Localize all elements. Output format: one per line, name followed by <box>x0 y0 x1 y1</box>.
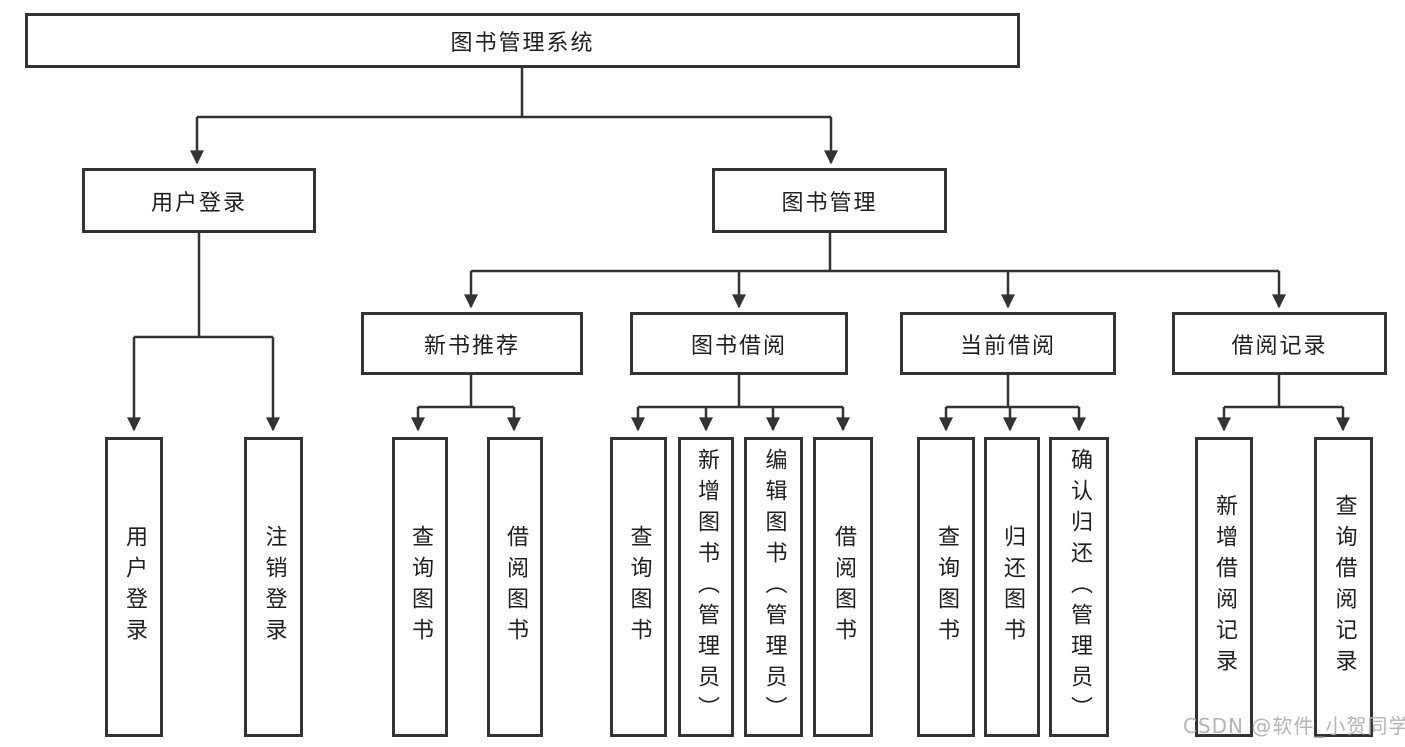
node-leaf-add-borrow-record: 新增借阅记录 <box>1195 437 1253 737</box>
node-leaf-logout: 注销登录 <box>244 437 303 737</box>
csdn-watermark: CSDN @软件_小贺同学 <box>1183 714 1405 738</box>
node-leaf-borrow-books: 借阅图书 <box>813 437 873 737</box>
node-new-book-recommend: 新书推荐 <box>361 312 583 375</box>
node-book-management-label: 图书管理 <box>781 190 878 216</box>
node-leaf-borrow-query-books: 查询图书 <box>610 437 667 737</box>
node-user-login: 用户登录 <box>82 168 316 233</box>
node-borrow-records-label: 借阅记录 <box>1231 333 1328 359</box>
node-root-label: 图书管理系统 <box>450 30 595 56</box>
node-leaf-return-books: 归还图书 <box>984 437 1040 737</box>
node-leaf-user-login: 用户登录 <box>105 437 163 737</box>
node-borrow-records: 借阅记录 <box>1172 312 1387 375</box>
node-user-login-label: 用户登录 <box>150 190 247 216</box>
node-leaf-edit-books-admin: 编辑图书（管理员） <box>744 437 803 737</box>
node-root-library-system: 图书管理系统 <box>25 13 1020 68</box>
node-leaf-rec-query-books: 查询图书 <box>392 437 448 737</box>
node-leaf-current-query-books: 查询图书 <box>917 437 975 737</box>
node-new-book-recommend-label: 新书推荐 <box>423 333 520 359</box>
node-leaf-confirm-return-admin: 确认归还（管理员） <box>1049 437 1109 737</box>
node-book-borrow-label: 图书借阅 <box>690 333 787 359</box>
node-leaf-rec-borrow-books: 借阅图书 <box>487 437 543 737</box>
node-current-borrow-label: 当前借阅 <box>959 333 1056 359</box>
node-book-borrow: 图书借阅 <box>630 312 848 375</box>
node-leaf-query-borrow-record: 查询借阅记录 <box>1314 437 1373 737</box>
node-leaf-add-books-admin: 新增图书（管理员） <box>678 437 734 737</box>
node-current-borrow: 当前借阅 <box>900 312 1116 375</box>
node-book-management: 图书管理 <box>712 168 947 233</box>
